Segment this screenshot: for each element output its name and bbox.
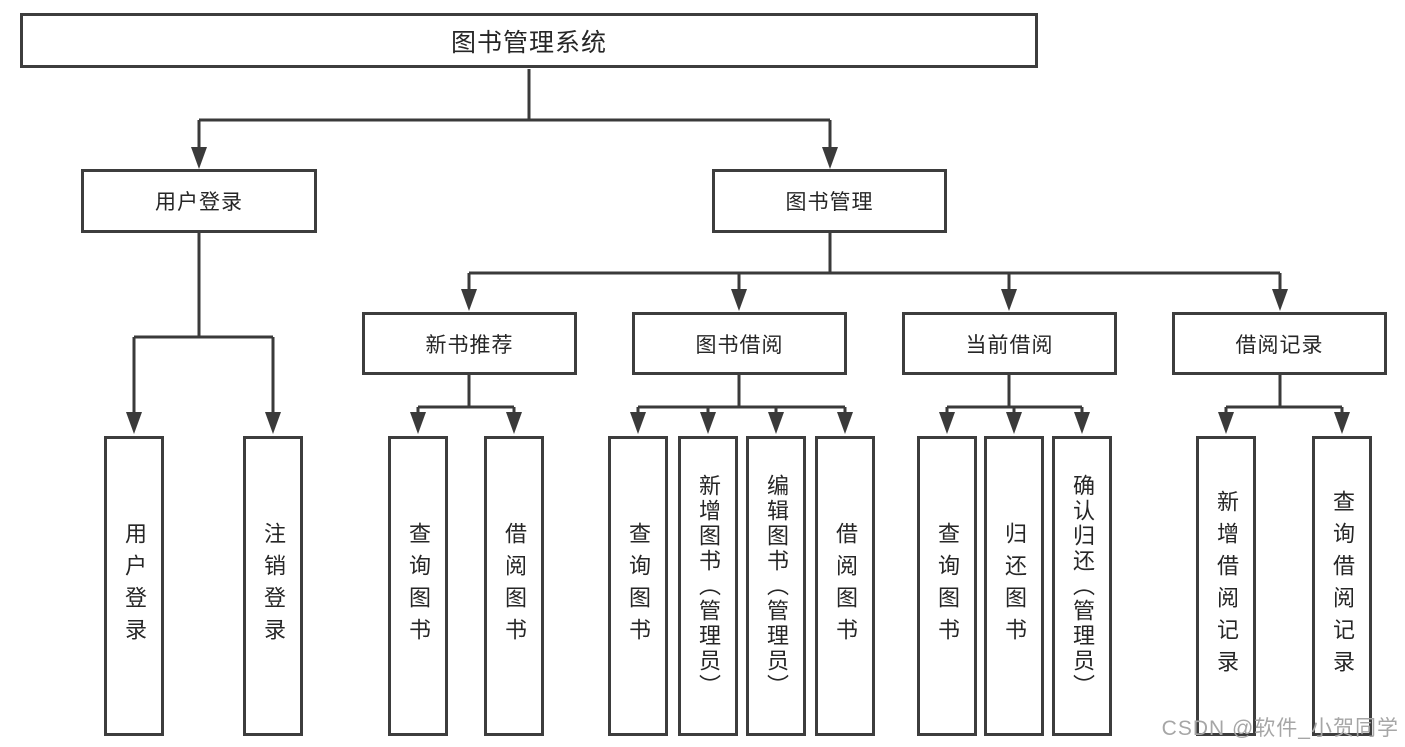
node-label: 图书管理系统 <box>450 28 607 57</box>
leaf-query-borrow-record: 查询借阅记录 <box>1312 436 1372 736</box>
leaf-add-borrow-record: 新增借阅记录 <box>1196 436 1256 736</box>
leaf-query-books-current: 查询图书 <box>917 436 977 736</box>
node-label: 查询图书 <box>626 522 651 650</box>
node-book-borrowing: 图书借阅 <box>632 312 847 375</box>
node-label: 查询图书 <box>406 522 431 650</box>
node-label: 查询借阅记录 <box>1330 490 1355 682</box>
leaf-user-login: 用户登录 <box>104 436 164 736</box>
node-label: 新增图书（管理员） <box>696 473 721 699</box>
node-label: 用户登录 <box>122 522 147 650</box>
node-label: 借阅记录 <box>1235 333 1324 357</box>
node-label: 图书借阅 <box>695 333 784 357</box>
node-label: 用户登录 <box>155 191 243 214</box>
leaf-confirm-return-admin: 确认归还（管理员） <box>1052 436 1112 736</box>
node-label: 确认归还（管理员） <box>1070 473 1095 699</box>
node-borrowing-records: 借阅记录 <box>1172 312 1387 375</box>
node-label: 编辑图书（管理员） <box>764 473 789 699</box>
node-label: 借阅图书 <box>502 522 527 650</box>
node-label: 归还图书 <box>1002 522 1027 650</box>
node-new-book-recommendation: 新书推荐 <box>362 312 577 375</box>
node-user-login-branch: 用户登录 <box>81 169 317 233</box>
node-library-management-system: 图书管理系统 <box>20 13 1038 68</box>
leaf-query-books-borrowing: 查询图书 <box>608 436 668 736</box>
leaf-borrow-books-recommend: 借阅图书 <box>484 436 544 736</box>
leaf-borrow-books: 借阅图书 <box>815 436 875 736</box>
node-label: 新增借阅记录 <box>1214 490 1239 682</box>
node-label: 注销登录 <box>261 522 286 650</box>
node-current-borrowing: 当前借阅 <box>902 312 1117 375</box>
node-label: 当前借阅 <box>965 333 1054 357</box>
csdn-watermark: CSDN @软件_小贺同学 <box>1161 717 1399 740</box>
leaf-query-books-recommend: 查询图书 <box>388 436 448 736</box>
node-label: 借阅图书 <box>833 522 858 650</box>
arrowhead-icons <box>126 147 1350 434</box>
node-label: 新书推荐 <box>425 333 514 357</box>
leaf-add-books-admin: 新增图书（管理员） <box>678 436 738 736</box>
node-label: 图书管理 <box>785 191 874 214</box>
leaf-logout: 注销登录 <box>243 436 303 736</box>
node-label: 查询图书 <box>935 522 960 650</box>
leaf-return-books: 归还图书 <box>984 436 1044 736</box>
leaf-edit-books-admin: 编辑图书（管理员） <box>746 436 806 736</box>
node-book-management-branch: 图书管理 <box>712 169 947 233</box>
